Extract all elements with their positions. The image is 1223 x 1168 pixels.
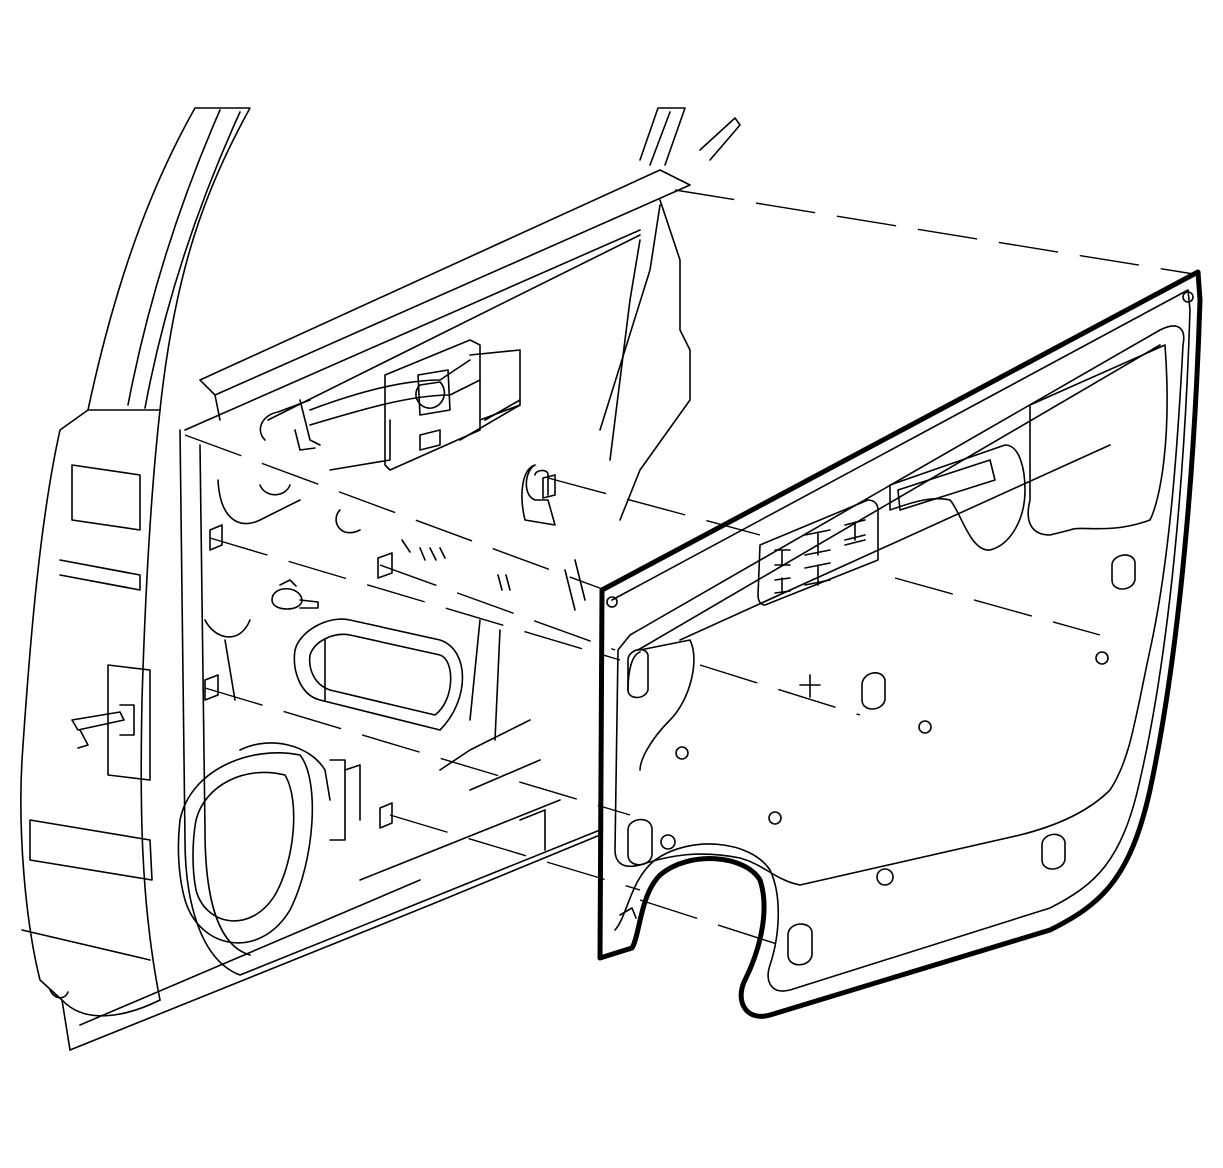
fastener-hole — [675, 746, 689, 760]
door-frame — [20, 107, 741, 1051]
cross-mark — [799, 674, 821, 698]
fastener-hole — [660, 834, 676, 850]
switch-symbols — [774, 519, 866, 594]
fastener-hole — [606, 596, 618, 608]
water-deflector — [534, 269, 1203, 1019]
fastener-hole — [918, 720, 932, 734]
fastener-hole — [1095, 651, 1109, 665]
alignment-lines — [184, 189, 1201, 946]
fastener-hole — [1182, 291, 1194, 303]
fastener-hole — [768, 811, 782, 825]
deflector-outline — [597, 269, 1203, 1019]
fastener-hole — [876, 868, 894, 886]
